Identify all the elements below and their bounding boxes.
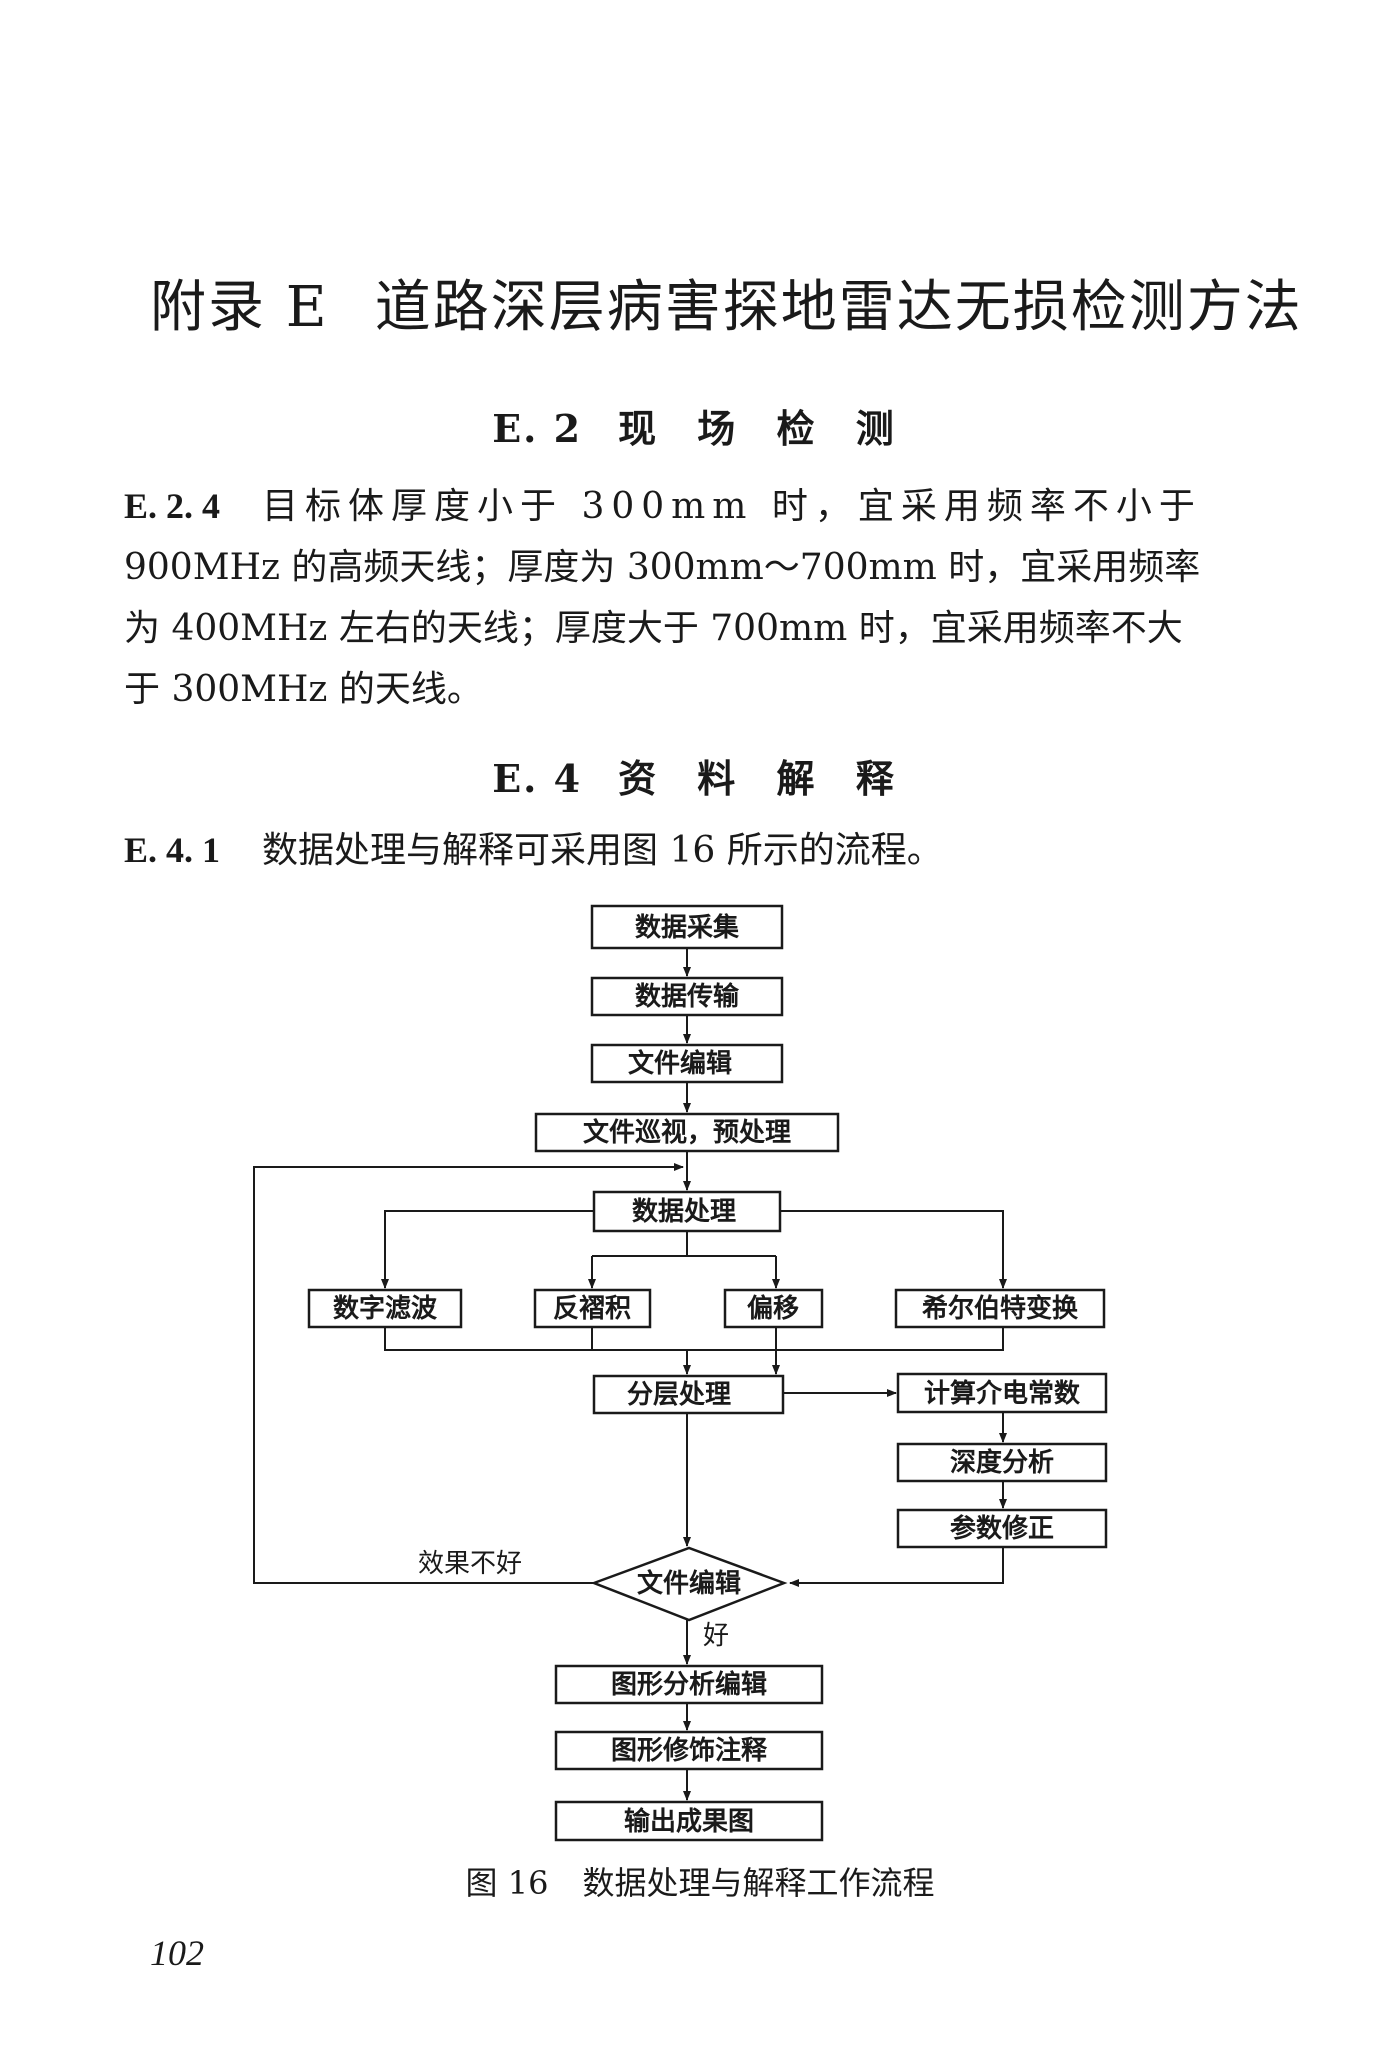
node-label: 输出成果图 [624,1806,754,1837]
section-title: 现 场 检 测 [618,406,908,451]
figure-title: 数据处理与解释工作流程 [582,1864,935,1902]
flow-node-depth: 深度分析 [896,1442,1108,1483]
clause-e-2-4: E. 2. 4 目标体厚度小于 300mm 时，宜采用频率不小于 900MHz 的… [124,476,1244,720]
arrow-param-decision [789,1546,1004,1587]
appendix-label: 附录 E [150,275,329,340]
node-label: 数据处理 [632,1197,736,1227]
node-label: 分层处理 [627,1380,731,1410]
section-number: E. 2 [492,406,583,451]
appendix-title-text: 道路深层病害探地雷达无损检测方法 [374,275,1303,340]
section-heading-e2: E. 2 现 场 检 测 [0,398,1400,453]
clause-number: E. 2. 4 [124,486,221,526]
flow-node-filter: 数字滤波 [307,1288,463,1329]
flow-node-decision: 文件编辑 [590,1546,788,1622]
node-label: 反褶积 [553,1293,631,1324]
figure-number: 图 16 [465,1864,549,1902]
node-label: 文件编辑 [628,1048,732,1079]
section-title: 资 料 解 释 [618,756,908,801]
connector-merge-bar [384,1327,1004,1351]
node-label: 数字滤波 [333,1293,438,1324]
edge-label-bad: 效果不好 [418,1549,522,1579]
section-number: E. 4 [492,756,583,801]
node-label: 图形分析编辑 [611,1669,767,1700]
arrow-decision-feedback [253,1163,684,1584]
flow-node-param: 参数修正 [896,1508,1108,1549]
clause-line: 于 300MHz 的天线。 [124,669,483,710]
node-label: 文件编辑 [637,1568,741,1599]
clause-line: 900MHz 的高频天线；厚度为 300mm～700mm 时，宜采用频率 [124,547,1201,588]
clause-line: E. 2. 4 目标体厚度小于 300mm 时，宜采用频率不小于 [124,476,1244,537]
clause-text: 目标体厚度小于 300mm 时，宜采用频率不小于 [262,486,1202,527]
appendix-title: 附录 E 道路深层病害探地雷达无损检测方法 [150,262,1303,343]
flow-node-collect: 数据采集 [590,904,784,950]
arrow-process-filter [381,1210,594,1289]
node-label: 图形修饰注释 [611,1735,768,1766]
edge-label-good: 好 [703,1621,729,1651]
flow-node-migration: 偏移 [723,1288,824,1329]
flow-node-preview: 文件巡视，预处理 [534,1112,840,1153]
flow-node-dielectric: 计算介电常数 [896,1372,1108,1414]
flow-connectors [253,948,1007,1801]
flow-node-file-edit: 文件编辑 [590,1043,784,1084]
figure-caption: 图 16 数据处理与解释工作流程 [0,1858,1400,1904]
clause-line: E. 4. 1 数据处理与解释可采用图 16 所示的流程。 [124,820,1244,881]
node-label: 深度分析 [950,1447,1054,1478]
flow-node-transfer: 数据传输 [590,976,784,1017]
flow-node-output: 输出成果图 [554,1800,824,1842]
clause-number: E. 4. 1 [124,830,221,870]
arrow-process-hilbert [780,1210,1007,1289]
section-heading-e4: E. 4 资 料 解 释 [0,748,1400,803]
clause-text: 数据处理与解释可采用图 16 所示的流程。 [262,830,943,871]
node-label: 偏移 [747,1293,799,1324]
node-label: 数据传输 [635,981,740,1012]
node-label: 希尔伯特变换 [922,1293,1079,1324]
flow-node-deconv: 反褶积 [533,1288,652,1329]
flow-node-layering: 分层处理 [592,1374,785,1415]
node-label: 计算介电常数 [924,1378,1081,1409]
flow-node-graph-edit: 图形分析编辑 [554,1664,824,1705]
flow-node-graph-annot: 图形修饰注释 [554,1730,824,1771]
clause-line: 为 400MHz 左右的天线；厚度大于 700mm 时，宜采用频率不大 [124,608,1183,649]
node-label: 数据采集 [635,912,740,943]
node-label: 文件巡视，预处理 [583,1117,791,1148]
node-label: 参数修正 [950,1513,1054,1544]
flow-node-hilbert: 希尔伯特变换 [894,1288,1106,1329]
clause-e-4-1: E. 4. 1 数据处理与解释可采用图 16 所示的流程。 [124,820,1244,881]
flow-node-process: 数据处理 [592,1190,782,1233]
page-number: 102 [150,1933,204,1973]
